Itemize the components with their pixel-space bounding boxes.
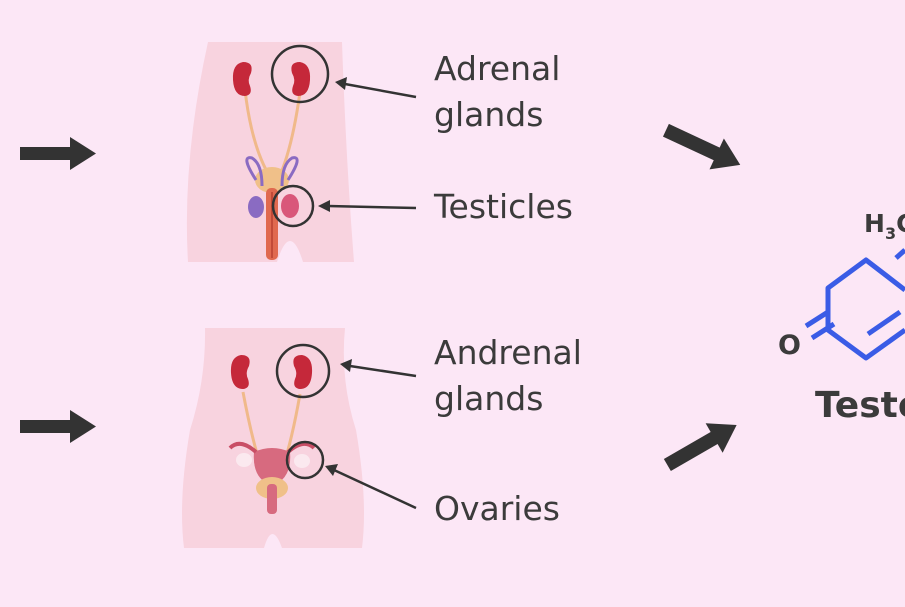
kidney-right-icon — [291, 62, 311, 96]
kidney-right-icon — [293, 355, 313, 389]
ovary-right-icon — [294, 454, 310, 468]
molecule-ring-bonds — [825, 257, 905, 361]
adrenal-highlight-circle-female — [275, 343, 331, 399]
testicle-highlight-circle — [271, 184, 315, 228]
label-adrenal-glands-female-line1: Andrenal — [434, 333, 582, 372]
label-ovaries: Ovaries — [434, 489, 560, 528]
female-body-illustration — [182, 328, 417, 548]
molecule-name-label: Testo — [815, 385, 905, 426]
carbonyl-bond — [804, 309, 830, 329]
input-arrow-male — [20, 137, 96, 170]
methyl-trailing: C — [896, 209, 905, 238]
label-adrenal-glands-female-line2: glands — [434, 379, 544, 418]
methyl-subscript: 3 — [885, 224, 896, 243]
output-arrow-lower — [663, 423, 737, 472]
output-arrow-upper — [662, 123, 741, 170]
methyl-label: H3C — [864, 209, 905, 243]
ovary-left-icon — [236, 453, 252, 467]
female-silhouette — [182, 328, 364, 548]
testicle-left-icon — [248, 196, 264, 218]
oxygen-label: O — [778, 330, 801, 361]
label-testicles: Testicles — [434, 187, 573, 226]
ovary-highlight-circle — [285, 440, 325, 480]
kidney-left-icon — [230, 355, 250, 389]
testosterone-molecule: H3C O Testo — [778, 209, 905, 426]
uterus-icon — [253, 448, 291, 484]
male-body-illustration — [186, 42, 417, 262]
kidney-left-icon — [232, 62, 252, 96]
adrenal-highlight-circle-male — [270, 44, 330, 104]
input-arrow-female — [20, 410, 96, 443]
label-adrenal-glands-male-line2: glands — [434, 95, 544, 134]
label-adrenal-glands-male-line1: Adrenal — [434, 49, 561, 88]
testicle-right-icon — [281, 194, 299, 218]
